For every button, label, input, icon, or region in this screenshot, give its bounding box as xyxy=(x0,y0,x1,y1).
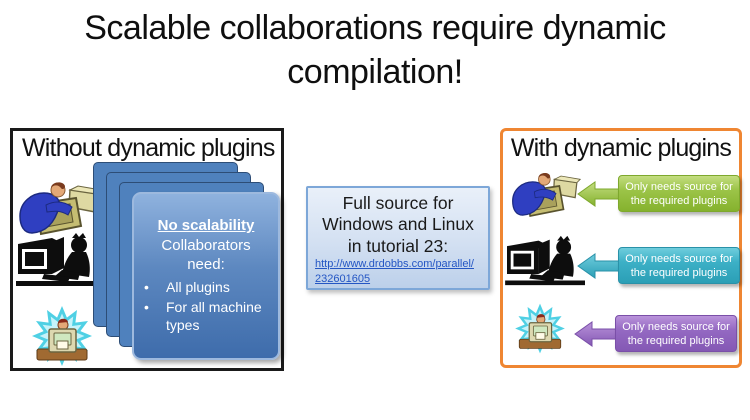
callout-teal: Only needs source for the required plugi… xyxy=(618,247,740,284)
with-plugins-panel: With dynamic plugins xyxy=(500,128,742,368)
callout-purple: Only needs source for the required plugi… xyxy=(615,315,737,352)
slide-title-line1: Scalable collaborations require dynamic xyxy=(84,9,666,47)
with-plugins-header: With dynamic plugins xyxy=(510,134,732,162)
card-line1: Collaborators xyxy=(161,237,251,254)
source-info-box: Full source for Windows and Linux in tut… xyxy=(306,186,490,290)
slide-title-line2: compilation! xyxy=(287,53,463,92)
drdobbs-hyperlink-line2[interactable]: 232601605 xyxy=(315,272,371,285)
no-scalability-card: No scalability Collaborators need: • All… xyxy=(132,192,280,360)
left-arrow-icon xyxy=(577,181,623,207)
person-at-computer-silhouette-icon xyxy=(16,233,102,286)
card-bullet-list: • All plugins • For all machine types xyxy=(134,278,278,335)
left-arrow-icon xyxy=(574,321,620,347)
computer-starburst-icon xyxy=(515,303,565,354)
computer-starburst-icon xyxy=(32,306,92,366)
drdobbs-hyperlink-line1[interactable]: http://www.drdobbs.com/parallel/ xyxy=(315,258,474,271)
bullet-dot: • xyxy=(144,298,149,315)
person-carrying-computer-icon xyxy=(512,172,581,217)
bullet-dot: • xyxy=(144,278,149,295)
card-bullet-item: • For all machine types xyxy=(144,298,262,333)
source-line3: in tutorial 23: xyxy=(347,235,449,256)
without-plugins-panel: Without dynamic plugins xyxy=(10,128,284,371)
source-line1: Full source for xyxy=(342,193,454,213)
person-at-computer-silhouette-icon xyxy=(505,235,585,286)
without-plugins-header: Without dynamic plugins xyxy=(22,134,275,162)
left-arrow-icon xyxy=(577,253,623,279)
source-line2: Windows and Linux xyxy=(322,214,474,235)
card-bullet-item: • All plugins xyxy=(144,278,230,295)
callout-green: Only needs source for the required plugi… xyxy=(618,175,740,212)
card-heading: No scalability xyxy=(157,217,255,234)
person-carrying-computer-icon xyxy=(19,182,102,236)
card-line2: need: xyxy=(187,255,225,273)
slide-title: Scalable collaborations require dynamic … xyxy=(0,6,750,94)
